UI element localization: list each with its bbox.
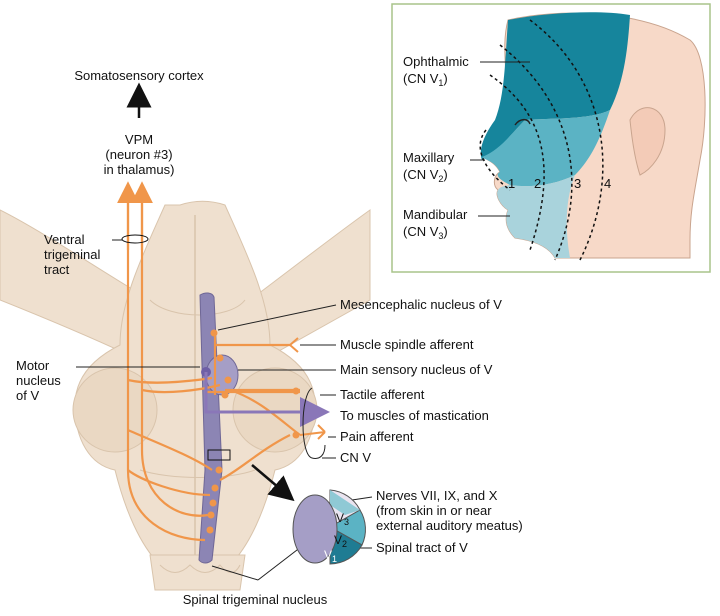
eye [514, 118, 531, 126]
label-zone-1: 1 [508, 176, 515, 191]
spinal-tract-cross-section [292, 489, 366, 565]
sector-v1 [329, 526, 363, 565]
label-ventral-2: trigeminal [44, 247, 100, 262]
label-ventral-1: Ventral [44, 232, 85, 247]
label-tactile: Tactile afferent [340, 387, 425, 402]
zone-ophthalmic [480, 12, 630, 161]
label-mesencephalic: Mesencephalic nucleus of V [340, 297, 502, 312]
label-muscle-spindle: Muscle spindle afferent [340, 337, 474, 352]
label-nerves-3: external auditory meatus) [376, 518, 523, 533]
label-ophthalmic: Ophthalmic [403, 54, 469, 69]
label-nerves-2: (from skin in or near [376, 503, 492, 518]
label-somatosensory-cortex: Somatosensory cortex [74, 68, 204, 83]
label-mandibular-cn: (CN V3) [403, 224, 448, 241]
face-leaders [470, 61, 530, 217]
label-ventral-3: tract [44, 262, 70, 277]
label-sector-v3: V3 [336, 511, 349, 527]
label-cn-v: CN V [340, 450, 371, 465]
ear [629, 107, 666, 176]
middle-cerebellar-peduncle-right [232, 367, 318, 453]
face-inset [391, 3, 711, 273]
spinal-cord [149, 554, 246, 591]
label-vpm-neuron: (neuron #3) [105, 147, 172, 162]
ventral-tract-section-marker [121, 234, 149, 244]
label-sector-v2: V2 [334, 533, 347, 549]
middle-cerebellar-peduncle-left [72, 367, 158, 453]
label-zone-3: 3 [574, 176, 581, 191]
label-zone-4: 4 [604, 176, 611, 191]
label-motor-1: Motor [16, 358, 50, 373]
label-to-muscles: To muscles of mastication [340, 408, 489, 423]
spinal-nucleus-section [292, 494, 338, 564]
motor-output-fiber [204, 372, 330, 427]
label-vpm-thalamus: in thalamus) [104, 162, 175, 177]
onion-skin-lines [479, 19, 604, 261]
label-nerves-1: Nerves VII, IX, and X [376, 488, 498, 503]
afferent-terminals [206, 329, 300, 534]
label-ophthalmic-cn: (CN V1) [403, 71, 448, 88]
label-main-sensory: Main sensory nucleus of V [340, 362, 493, 377]
label-maxillary: Maxillary [403, 150, 455, 165]
section-zoom-arrow [251, 464, 295, 502]
label-motor-3: of V [16, 388, 39, 403]
zone-maxillary [482, 110, 610, 187]
label-mandibular: Mandibular [403, 207, 468, 222]
label-maxillary-cn: (CN V2) [403, 167, 448, 184]
spinal-section-marker [207, 449, 231, 461]
label-spinal-nucleus: Spinal trigeminal nucleus [183, 592, 328, 607]
label-motor-2: nucleus [16, 373, 61, 388]
sector-v3-band [330, 490, 360, 515]
afferent-fibers [126, 190, 301, 542]
label-zone-2: 2 [534, 176, 541, 191]
label-vpm: VPM [125, 132, 153, 147]
label-spinal-tract: Spinal tract of V [376, 540, 468, 555]
label-pain: Pain afferent [340, 429, 414, 444]
label-sector-v1: V1 [324, 548, 337, 564]
zone-mandibular [497, 175, 575, 258]
